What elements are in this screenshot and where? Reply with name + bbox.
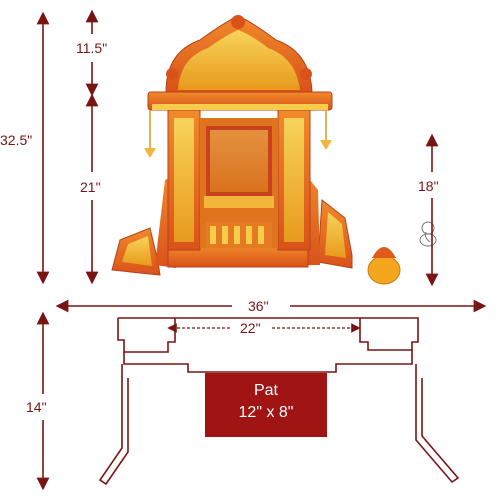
- top-height-label: 11.5": [76, 40, 107, 56]
- pat-size: 12" x 8": [238, 404, 294, 421]
- width-label: 36": [248, 298, 269, 314]
- lower-height-label: 21": [80, 179, 101, 195]
- total-height-label: 32.5": [0, 132, 32, 148]
- stand-outline: [98, 317, 460, 486]
- pat-box: Pat 12" x 8": [205, 373, 327, 437]
- inner-width-label: 22": [240, 320, 261, 336]
- pat-title: Pat: [253, 382, 278, 399]
- stand-height-label: 14": [26, 399, 47, 415]
- side-height-label: 18": [418, 178, 439, 194]
- ganesha-icon: [419, 221, 437, 247]
- temple-illustration: [111, 15, 437, 285]
